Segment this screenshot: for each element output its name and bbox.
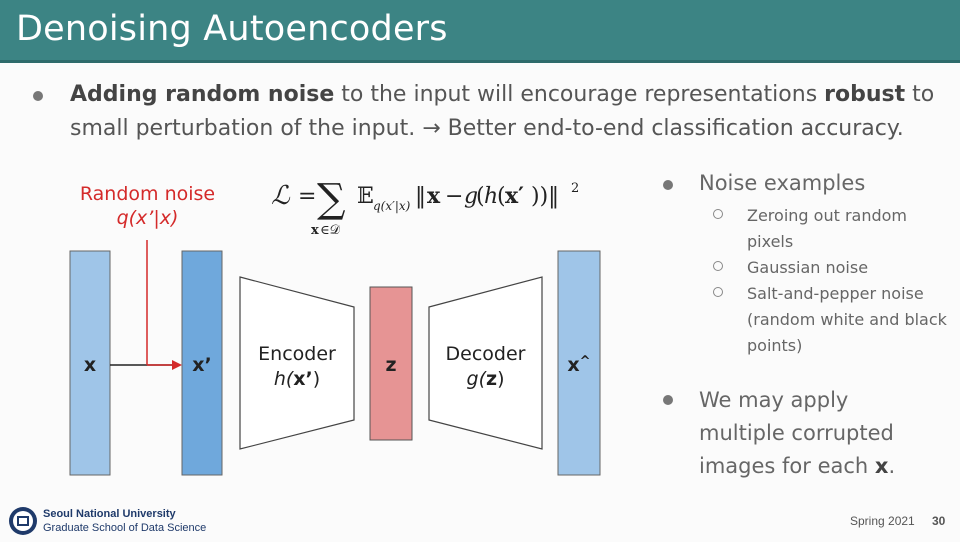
decoder-func-close: ) [497,368,505,390]
svg-text:2: 2 [571,181,579,196]
bullet-main-text: Adding random noise to the input will en… [70,78,950,146]
encoder-trapezoid [239,276,355,450]
svg-text:x: x [311,223,319,238]
svg-text:(: ( [497,184,506,209]
noisy-input-bar [181,250,223,476]
decoder-function: g(z) [429,367,542,392]
encoder-label-block: Encoder h(x’) [240,342,354,392]
apply-text-main: We may apply multiple corrupted images f… [699,388,894,478]
school-name: Graduate School of Data Science [43,522,207,534]
slide-title: Denoising Autoencoders [16,9,448,49]
semester-label: Spring 2021 [850,514,915,528]
page-number: 30 [932,514,946,528]
university-logo-icon [9,507,37,535]
loss-formula: ℒ = ∑ x ∈𝒟 𝔼 q(x′|x) ‖ x − g ( h ( x′ ))… [265,172,615,246]
svg-text:𝔼: 𝔼 [357,184,374,209]
svg-text:g: g [464,184,478,209]
svg-text:‖: ‖ [415,184,426,209]
svg-text:x: x [427,183,441,209]
output-x-letter: x [567,354,580,376]
latent-z-bar [369,286,413,441]
noise-example-item: Gaussian noise [747,258,869,277]
input-x-label: x [83,354,97,376]
bullet-dot [33,91,43,101]
encoder-func-arg: x’ [293,368,313,390]
output-x-hat-label: x^ [558,354,600,376]
decoder-label: Decoder [445,343,526,365]
output-x-hat-bar [557,250,601,476]
bullet-text-part: to the input will encourage representati… [334,82,825,107]
arrowhead-black [172,360,182,370]
svg-text:))‖: ))‖ [531,184,559,209]
encoder-func-name: h( [273,368,294,390]
apply-text-end: . [888,454,896,478]
bullet-bold-robust: robust [824,82,906,107]
noisy-input-label: x’ [192,354,212,376]
loss-formula-svg: ℒ = ∑ x ∈𝒟 𝔼 q(x′|x) ‖ x − g ( h ( x′ ))… [271,176,579,238]
output-hat-accent: ^ [579,354,591,369]
sub-bullet-circle [713,209,723,219]
noise-example-item: Salt-and-pepper noise (random white and … [747,284,947,355]
sub-bullet-circle [713,261,723,271]
svg-text:∈𝒟: ∈𝒟 [320,223,341,238]
random-noise-title: Random noise [79,183,216,205]
svg-text:∑: ∑ [317,176,346,222]
svg-text:ℒ: ℒ [271,181,291,211]
svg-text:(: ( [476,184,485,209]
decoder-trapezoid [428,276,543,450]
encoder-func-close: ) [312,368,321,390]
noise-examples-heading: Noise examples [699,171,866,195]
decoder-func-name: g( [466,368,486,390]
bullet-dot [663,395,673,405]
bullet-bold-phrase: Adding random noise [70,82,335,107]
latent-z-label: z [385,354,397,376]
sub-bullet-circle [713,287,723,297]
svg-text:=: = [298,184,316,209]
apply-text-bold: x [874,454,889,478]
svg-text:−: − [445,184,463,209]
noise-distribution-label: q(x’|x) [116,207,179,229]
university-name: Seoul National University [43,508,176,520]
svg-text:q(x′|x): q(x′|x) [373,199,411,213]
apply-text: We may apply multiple corrupted images f… [699,384,939,483]
bullet-dot [663,180,673,190]
encoder-label: Encoder [258,343,336,365]
bullet-text-part2: to small perturbation of the input. → Be… [70,82,935,141]
svg-text:h: h [484,184,498,209]
noise-example-item: Zeroing out random pixels [747,206,907,251]
encoder-function: h(x’) [240,367,354,392]
decoder-func-arg: z [486,368,498,390]
svg-text:x′: x′ [505,183,524,209]
input-x-bar [69,250,111,476]
title-bar: Denoising Autoencoders [0,0,960,63]
random-noise-label: Random noise q(x’|x) [70,182,225,230]
decoder-label-block: Decoder g(z) [429,342,542,392]
